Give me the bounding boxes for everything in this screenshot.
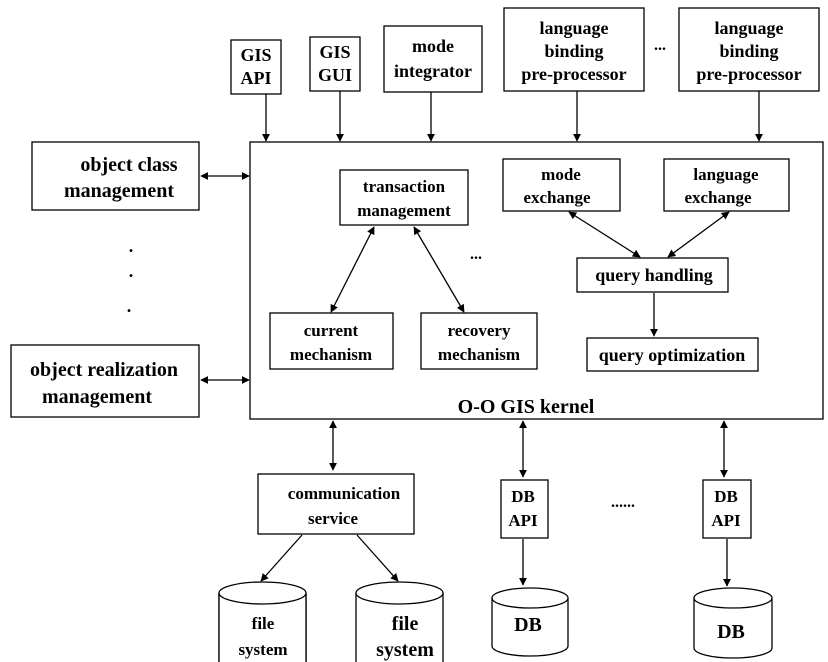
vertical-dot-1: . — [129, 236, 134, 256]
db-cylinder-2: DB — [693, 587, 773, 659]
db-api-1-label-1: DB — [511, 487, 535, 506]
top-ellipsis: ... — [654, 37, 666, 54]
transaction-management-box: transaction management — [339, 169, 469, 226]
gis-gui-box: GIS GUI — [309, 36, 361, 92]
gis-api-box: GIS API — [230, 39, 282, 95]
db-api-box-1: DB API — [500, 479, 549, 539]
language-binding-1-label-1: language — [539, 18, 608, 38]
mode-integrator-box: mode integrator — [383, 25, 483, 93]
transaction-label-2: management — [357, 201, 451, 220]
communication-label-1: communication — [288, 484, 401, 503]
arrow-language-exchange-query — [667, 211, 730, 258]
current-mechanism-label-2: mechanism — [290, 345, 372, 364]
arrow-transaction-recovery — [413, 226, 465, 313]
language-exchange-box: language exchange — [663, 158, 790, 212]
gis-gui-label-2: GUI — [318, 65, 352, 85]
language-binding-box-2: language binding pre-processor — [678, 7, 820, 92]
gis-api-label-1: GIS — [240, 45, 271, 65]
db-api-2-label-1: DB — [714, 487, 738, 506]
file-system-cylinder-1: file system — [218, 581, 307, 662]
vertical-dot-3: . — [127, 296, 132, 316]
communication-label-2: service — [308, 509, 358, 528]
arrow-mode-exchange-query — [568, 211, 641, 258]
object-class-label-1: object class — [80, 154, 177, 176]
language-binding-1-label-3: pre-processor — [521, 64, 626, 84]
query-optimization-label: query optimization — [599, 345, 746, 365]
db-cylinder-1: DB — [491, 587, 569, 657]
language-exchange-label-2: exchange — [684, 188, 752, 207]
query-optimization-box: query optimization — [586, 337, 759, 372]
arrow-communication-file-system-1 — [260, 534, 303, 582]
oo-gis-kernel-label: O-O GIS kernel — [458, 396, 595, 418]
mode-exchange-box: mode exchange — [502, 158, 621, 212]
mode-integrator-label-1: mode — [412, 36, 454, 56]
file-system-1-label-1: file — [252, 614, 275, 633]
recovery-mechanism-label-1: recovery — [448, 321, 511, 340]
file-system-1-label-2: system — [238, 640, 287, 659]
bottom-ellipsis: ...... — [611, 494, 635, 511]
object-realization-management-box: object realization management — [10, 344, 200, 418]
arrow-transaction-current — [330, 226, 375, 313]
db-2-label: DB — [717, 621, 745, 643]
db-api-1-label-2: API — [508, 511, 538, 530]
file-system-2-label-2: system — [376, 639, 434, 661]
gis-gui-label-1: GIS — [319, 42, 350, 62]
current-mechanism-label-1: current — [304, 321, 359, 340]
object-realization-label-2: management — [42, 386, 152, 408]
recovery-mechanism-box: recovery mechanism — [420, 312, 538, 370]
query-handling-label: query handling — [595, 265, 713, 285]
query-handling-box: query handling — [576, 257, 729, 293]
mode-integrator-label-2: integrator — [394, 61, 472, 81]
db-1-label: DB — [514, 614, 542, 636]
language-binding-2-label-3: pre-processor — [696, 64, 801, 84]
language-binding-1-label-2: binding — [544, 41, 603, 61]
language-binding-2-label-2: binding — [719, 41, 778, 61]
arrow-communication-file-system-2 — [356, 534, 399, 582]
object-class-label-2: management — [64, 180, 174, 202]
transaction-label-1: transaction — [363, 177, 446, 196]
language-binding-box-1: language binding pre-processor — [503, 7, 645, 92]
mode-exchange-label-1: mode — [541, 165, 581, 184]
vertical-dot-2: . — [129, 261, 134, 281]
mode-exchange-label-2: exchange — [523, 188, 591, 207]
object-class-management-box: object class management — [31, 141, 200, 211]
current-mechanism-box: current mechanism — [269, 312, 394, 370]
gis-api-label-2: API — [241, 68, 272, 88]
communication-service-box: communication service — [257, 473, 415, 535]
language-exchange-label-1: language — [693, 165, 759, 184]
object-realization-label-1: object realization — [30, 359, 178, 381]
file-system-2-label-1: file — [392, 613, 419, 635]
recovery-mechanism-label-2: mechanism — [438, 345, 520, 364]
kernel-ellipsis: ... — [470, 246, 482, 263]
file-system-cylinder-2: file system — [355, 581, 444, 662]
db-api-2-label-2: API — [711, 511, 741, 530]
language-binding-2-label-1: language — [714, 18, 783, 38]
db-api-box-2: DB API — [702, 479, 752, 539]
